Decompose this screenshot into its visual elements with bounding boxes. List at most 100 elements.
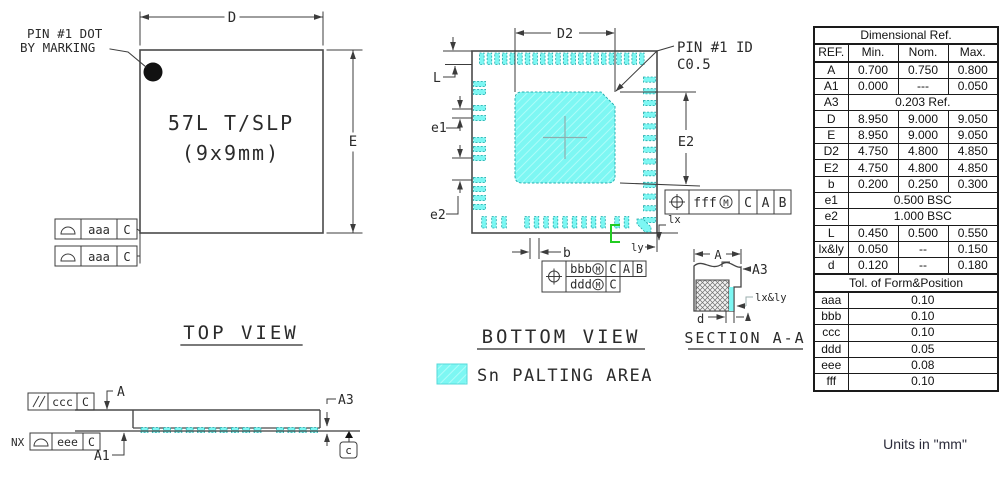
table-cell: 0.05 <box>847 340 999 358</box>
position-icon <box>669 194 685 210</box>
fcf-aaa-1: aaa C <box>54 218 141 240</box>
table-cell: 9.000 <box>897 126 949 145</box>
terminal-pad <box>552 216 559 229</box>
dim-e2-label: E2 <box>678 134 694 150</box>
section-dim-lxly-label: lx&ly <box>755 292 787 304</box>
table-cell: ccc <box>813 324 849 342</box>
terminal-pad <box>185 427 194 433</box>
top-view: PIN #1 DOT BY MARKING D E 57L T/SLP (9x9… <box>20 10 363 346</box>
terminal-pad <box>614 216 620 229</box>
dim-l-label: L <box>433 71 441 86</box>
terminal-pad-chamfered <box>636 218 652 233</box>
fcf-fff-d2: A <box>762 196 770 211</box>
section-view: A A3 lx&ly d SECTION A-A <box>684 248 804 350</box>
table-cell: 0.500 <box>897 224 949 242</box>
table-cell: 0.800 <box>947 60 999 79</box>
table-cell: 0.500 BSC <box>847 191 999 210</box>
table-cell: fff <box>813 373 849 392</box>
table-cell: A <box>813 60 849 79</box>
table-cell: E2 <box>813 159 849 177</box>
terminal-pad <box>543 216 549 229</box>
terminal-pad <box>643 181 656 188</box>
bottom-view-terminal-pads <box>473 52 656 233</box>
package-marking-line2: (9x9mm) <box>182 141 280 165</box>
dim-a-label: A <box>117 385 125 400</box>
mmc-icon: M <box>592 263 604 275</box>
section-dim-d-lines <box>708 311 744 323</box>
table-cell: 0.550 <box>947 224 999 242</box>
section-dim-a-label: A <box>714 248 722 262</box>
terminal-pad <box>524 216 530 229</box>
table-cell: --- <box>897 77 949 96</box>
terminal-pad <box>643 100 656 107</box>
terminal-pad <box>533 216 540 229</box>
table-cell: 0.10 <box>847 290 999 310</box>
bottom-view-title: BOTTOM VIEW <box>482 326 641 348</box>
table-cell: Min. <box>847 43 899 63</box>
terminal-pad <box>578 52 584 65</box>
pin1-id-leader <box>615 45 675 92</box>
section-body-outline <box>693 261 742 312</box>
table-cell: 0.000 <box>847 77 899 96</box>
table-cell: 8.950 <box>847 126 899 145</box>
dim-d-label: D <box>228 10 236 26</box>
dim-e2-pitch-lines <box>446 145 472 215</box>
terminal-pad <box>481 216 487 229</box>
fcf-fff: fff M C A B <box>664 189 792 215</box>
fcf-bbb-d3: B <box>636 262 643 276</box>
table-cell: 0.750 <box>897 60 949 79</box>
terminal-pad <box>570 52 576 65</box>
table-cell: 0.08 <box>847 356 999 375</box>
table-cell: 0.300 <box>947 175 999 193</box>
table-cell: 0.450 <box>847 224 899 242</box>
terminal-pad <box>581 216 587 229</box>
table-cell: 8.950 <box>847 110 899 128</box>
table-cell: Nom. <box>897 43 949 63</box>
table-cell: 0.120 <box>847 257 899 275</box>
pin1-dot <box>143 62 163 82</box>
plating-legend-label: Sn PALTING AREA <box>477 366 653 386</box>
table-cell: 1.000 BSC <box>847 208 999 226</box>
terminal-pad <box>643 111 656 118</box>
terminal-pad <box>643 205 656 212</box>
thermal-pad-crosshair <box>543 116 587 159</box>
section-dim-d-label: d <box>697 312 704 326</box>
mmc-icon: M <box>592 278 604 291</box>
table-row: Tol. of Form&Position <box>813 273 999 293</box>
table-cell: eee <box>813 356 849 375</box>
table-cell: 4.750 <box>847 159 899 177</box>
profile-surface-icon <box>60 226 76 235</box>
terminal-pad <box>310 427 318 433</box>
table-cell: 0.200 <box>847 175 899 193</box>
datum-c-flag: c <box>339 431 358 459</box>
terminal-pad <box>540 52 546 65</box>
fcf-eee: NX eee C <box>11 432 101 451</box>
table-cell: Tol. of Form&Position <box>813 273 999 293</box>
terminal-pad <box>590 216 597 229</box>
terminal-pad <box>473 176 486 183</box>
dim-e-label: E <box>349 134 357 150</box>
pin1-note-line1: PIN #1 DOT <box>27 26 103 41</box>
terminal-pad <box>230 427 239 433</box>
terminal-pad <box>562 52 569 65</box>
dim-a-lines <box>104 390 113 410</box>
fcf-aaa-2-tol: aaa <box>88 250 110 264</box>
svg-text:M: M <box>596 281 601 290</box>
table-cell: 4.850 <box>947 159 999 177</box>
terminal-pad <box>643 123 656 130</box>
terminal-pad <box>643 76 656 83</box>
side-view: ccc C NX eee C A A1 A3 <box>11 385 360 464</box>
table-cell: 0.050 <box>847 240 899 259</box>
fcf-ccc-tol: ccc <box>52 395 73 409</box>
